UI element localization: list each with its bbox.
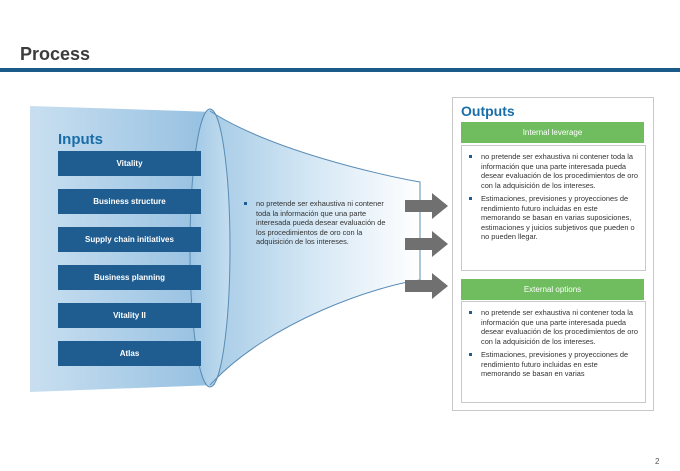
output-arrows (405, 193, 448, 299)
list-item: no pretende ser exhaustiva ni contener t… (469, 308, 639, 346)
bullet-icon (469, 155, 472, 158)
internal-bullet-1: no pretende ser exhaustiva ni contener t… (481, 152, 638, 190)
external-bullet-1: no pretende ser exhaustiva ni contener t… (481, 308, 638, 346)
outputs-panel (452, 97, 654, 411)
inputs-title: Inputs (58, 131, 103, 148)
internal-leverage-header: Internal leverage (461, 122, 644, 143)
center-bullet-text: no pretende ser exhaustiva ni contener t… (256, 199, 386, 247)
internal-leverage-box: no pretende ser exhaustiva ni contener t… (461, 145, 646, 271)
arrow-3 (405, 273, 448, 299)
list-item: Estimaciones, previsiones y proyecciones… (469, 350, 639, 379)
bullet-icon (469, 197, 472, 200)
external-options-box: no pretende ser exhaustiva ni contener t… (461, 301, 646, 403)
input-business-structure: Business structure (58, 189, 201, 214)
center-description: no pretende ser exhaustiva ni contener t… (244, 199, 396, 251)
input-business-planning: Business planning (58, 265, 201, 290)
arrow-2 (405, 231, 448, 257)
bullet-icon (244, 202, 247, 205)
page-number: 2 (655, 457, 660, 466)
bullet-icon (469, 311, 472, 314)
input-atlas: Atlas (58, 341, 201, 366)
input-vitality: Vitality (58, 151, 201, 176)
internal-bullet-2: Estimaciones, previsiones y proyecciones… (481, 194, 635, 241)
center-bullet: no pretende ser exhaustiva ni contener t… (244, 199, 396, 247)
input-supply-chain: Supply chain initiatives (58, 227, 201, 252)
list-item: no pretende ser exhaustiva ni contener t… (469, 152, 639, 190)
arrow-1 (405, 193, 448, 219)
external-options-header: External options (461, 279, 644, 300)
funnel-body (210, 111, 420, 385)
list-item: Estimaciones, previsiones y proyecciones… (469, 194, 639, 242)
input-vitality-ii: Vitality II (58, 303, 201, 328)
bullet-icon (469, 353, 472, 356)
external-bullet-2: Estimaciones, previsiones y proyecciones… (481, 350, 629, 378)
header-rule (0, 68, 680, 72)
outputs-title: Outputs (461, 103, 515, 119)
page-title: Process (20, 44, 91, 64)
